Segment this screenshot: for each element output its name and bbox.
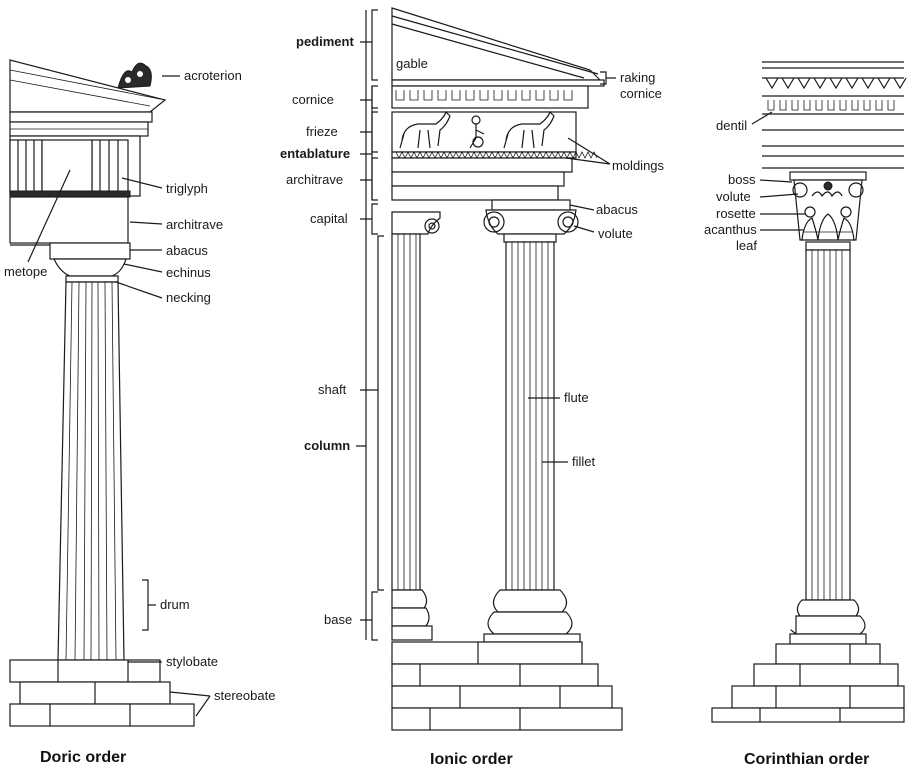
doric-frieze bbox=[9, 135, 141, 198]
label-acanthus: acanthus bbox=[704, 222, 757, 237]
label-ionic-volute: volute bbox=[598, 226, 633, 241]
corinthian-leaders bbox=[751, 111, 806, 231]
label-gable: gable bbox=[396, 56, 428, 71]
label-stereobate: stereobate bbox=[214, 688, 275, 703]
corinthian-steps bbox=[711, 643, 905, 723]
label-doric-architrave: architrave bbox=[166, 217, 223, 232]
label-capital: capital bbox=[310, 211, 348, 226]
label-base: base bbox=[324, 612, 352, 627]
frieze-horse-right bbox=[503, 110, 555, 149]
ionic-pediment bbox=[391, 7, 605, 87]
ionic-steps bbox=[391, 641, 623, 731]
label-column: column bbox=[304, 438, 350, 453]
corinthian-entablature bbox=[762, 61, 907, 169]
corinthian-base bbox=[789, 599, 867, 645]
label-necking: necking bbox=[166, 290, 211, 305]
title-corinthian-order: Corinthian order bbox=[744, 751, 869, 768]
triglyph-right bbox=[91, 139, 129, 195]
corinthian-shaft bbox=[805, 241, 851, 601]
label-triglyph: triglyph bbox=[166, 181, 208, 196]
corinthian-capital bbox=[789, 171, 867, 241]
label-rosette: rosette bbox=[716, 206, 756, 221]
doric-pediment bbox=[9, 59, 167, 137]
label-stylobate: stylobate bbox=[166, 654, 218, 669]
label-pediment: pediment bbox=[296, 34, 354, 49]
doric-order: acroterion triglyph architrave abacus me… bbox=[4, 59, 275, 766]
label-fillet: fillet bbox=[572, 454, 596, 469]
triglyph-left bbox=[9, 139, 43, 195]
ionic-architrave bbox=[391, 157, 573, 201]
ionic-order: pediment gable raking cornice cornice fr… bbox=[280, 7, 665, 768]
doric-architrave bbox=[9, 196, 129, 244]
title-doric-order: Doric order bbox=[40, 749, 126, 766]
label-dentil: dentil bbox=[716, 118, 747, 133]
doric-abacus bbox=[49, 242, 131, 260]
ionic-leaders bbox=[356, 9, 616, 641]
doric-steps bbox=[9, 659, 195, 727]
label-ionic-architrave: architrave bbox=[286, 172, 343, 187]
label-flute: flute bbox=[564, 390, 589, 405]
label-ionic-abacus: abacus bbox=[596, 202, 638, 217]
doric-acroterion-ornament bbox=[117, 62, 152, 89]
label-acroterion: acroterion bbox=[184, 68, 242, 83]
ionic-cornice bbox=[391, 85, 589, 109]
metope-panel bbox=[41, 139, 93, 195]
label-metope: metope bbox=[4, 264, 47, 279]
doric-leaders bbox=[10, 75, 211, 717]
label-raking-1: raking bbox=[620, 70, 655, 85]
label-raking-2: cornice bbox=[620, 86, 662, 101]
ionic-frieze bbox=[391, 110, 598, 159]
label-cornice: cornice bbox=[292, 92, 334, 107]
doric-shaft bbox=[57, 281, 125, 661]
label-boss: boss bbox=[728, 172, 756, 187]
label-shaft: shaft bbox=[318, 382, 347, 397]
ionic-column-left bbox=[391, 211, 441, 641]
frieze-figure bbox=[469, 115, 485, 149]
frieze-horse-left bbox=[399, 110, 451, 149]
label-echinus: echinus bbox=[166, 265, 211, 280]
label-entablature: entablature bbox=[280, 146, 350, 161]
label-frieze: frieze bbox=[306, 124, 338, 139]
corinthian-order: dentil boss volute rosette acanthus leaf… bbox=[704, 61, 907, 768]
title-ionic-order: Ionic order bbox=[430, 751, 513, 768]
label-doric-abacus: abacus bbox=[166, 243, 208, 258]
doric-necking bbox=[65, 275, 119, 283]
label-leaf: leaf bbox=[736, 238, 757, 253]
doric-echinus bbox=[53, 258, 127, 277]
ionic-column-main bbox=[483, 199, 581, 643]
label-moldings: moldings bbox=[612, 158, 665, 173]
label-corinthian-volute: volute bbox=[716, 189, 751, 204]
label-drum: drum bbox=[160, 597, 190, 612]
